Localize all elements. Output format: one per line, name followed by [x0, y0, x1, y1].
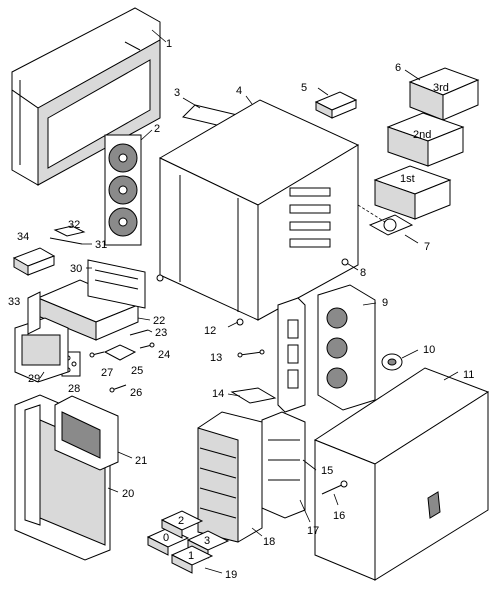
part-5-module — [314, 87, 358, 119]
drive-label-0: 0 — [163, 532, 169, 544]
callout-18: 18 — [263, 536, 275, 548]
callout-34: 34 — [17, 231, 29, 243]
callout-2: 2 — [154, 123, 160, 135]
callout-23: 23 — [155, 327, 167, 339]
callout-31: 31 — [95, 239, 107, 251]
callout-10: 10 — [423, 344, 435, 356]
callout-17: 17 — [307, 525, 319, 537]
callout-28: 28 — [68, 383, 80, 395]
callout-20: 20 — [122, 488, 134, 500]
part-23-bracket — [129, 329, 153, 336]
part-32-clip — [53, 225, 86, 237]
callout-22: 22 — [153, 315, 165, 327]
callout-21: 21 — [135, 455, 147, 467]
callout-8: 8 — [360, 267, 366, 279]
part-11-side-cover — [313, 367, 490, 581]
part-19-drive-2 — [160, 510, 204, 539]
callout-24: 24 — [158, 349, 170, 361]
part-6-power-supply-3rd — [404, 67, 480, 121]
callout-15: 15 — [321, 465, 333, 477]
part-15-drive-rails — [261, 411, 317, 523]
part-29-front-panel — [14, 317, 69, 383]
callout-16: 16 — [333, 510, 345, 522]
part-4-chassis-frame — [156, 95, 360, 328]
callout-5: 5 — [301, 82, 307, 94]
part-7-fan-bracket — [357, 204, 419, 244]
part-18-disk-cage — [197, 411, 263, 543]
callout-14: 14 — [212, 388, 224, 400]
part-27-connector — [89, 351, 105, 358]
callout-25: 25 — [131, 365, 143, 377]
callout-3: 3 — [174, 87, 180, 99]
drive-label-3: 3 — [204, 535, 210, 547]
part-24-clip — [139, 342, 155, 349]
part-2-fan-assembly — [104, 129, 153, 246]
callout-1: 1 — [166, 38, 172, 50]
part-20-front-bezel — [14, 394, 119, 561]
callout-26: 26 — [130, 387, 142, 399]
callout-11: 11 — [463, 369, 474, 381]
callout-7: 7 — [424, 241, 430, 253]
part-10-disc — [381, 349, 419, 371]
part-31-bracket — [49, 237, 92, 245]
callout-27: 27 — [101, 367, 113, 379]
part-30-panel — [86, 259, 146, 309]
callout-19: 19 — [225, 569, 237, 581]
part-34-module — [12, 247, 56, 276]
callout-12: 12 — [204, 325, 216, 337]
part-21-grille — [54, 395, 133, 471]
part-9-rear-fan-panel — [317, 284, 377, 411]
part-6-power-supply-1st — [373, 165, 452, 220]
part-25-board — [103, 344, 137, 361]
callout-6: 6 — [395, 62, 401, 74]
callout-13: 13 — [210, 352, 222, 364]
drive-label-1: 1 — [188, 550, 194, 562]
callout-33: 33 — [8, 296, 20, 308]
part-13-cable — [237, 349, 265, 358]
callout-9: 9 — [382, 297, 388, 309]
part-16-screw — [321, 480, 348, 506]
part-19-drive-1 — [170, 545, 223, 574]
part-1-top-cover — [11, 7, 167, 186]
callout-32: 32 — [68, 219, 80, 231]
part-19-drive-0 — [146, 527, 190, 556]
part-26-screw — [109, 384, 127, 393]
callout-4: 4 — [236, 85, 242, 97]
callout-30: 30 — [70, 263, 82, 275]
callout-29: 29 — [28, 373, 40, 385]
part-6-power-supply-2nd — [386, 112, 465, 167]
part-14-vertical-bracket — [227, 297, 306, 413]
drive-label-2: 2 — [178, 515, 184, 527]
part-33-bay — [27, 291, 41, 335]
bay-label-3rd: 3rd — [433, 82, 449, 94]
bay-label-2nd: 2nd — [413, 129, 431, 141]
bay-label-1st: 1st — [400, 173, 415, 185]
